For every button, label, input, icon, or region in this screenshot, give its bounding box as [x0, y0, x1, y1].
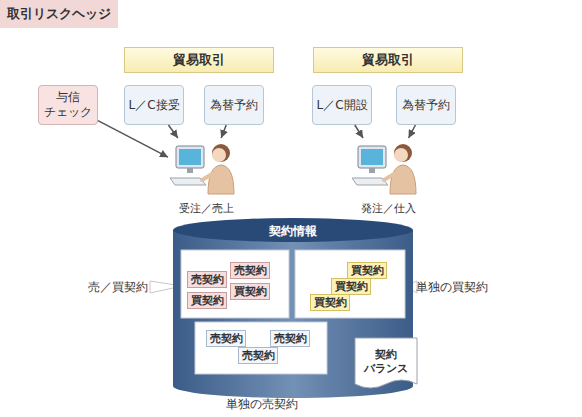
database-node: 契約情報売契約売契約買契約買契約買契約買契約買契約売契約売契約売契約契約 バラン… — [173, 218, 413, 398]
node-label: 受注／売上 — [179, 202, 234, 216]
node-label: 為替予約 — [210, 98, 258, 113]
process-box: 為替予約 — [204, 85, 264, 125]
node-label: L／C接受 — [128, 98, 179, 113]
contract-box: 売契約 — [206, 330, 246, 347]
process-box: L／C開設 — [312, 85, 372, 125]
contract-box: 買契約 — [347, 262, 387, 279]
contract-box: 買契約 — [230, 283, 270, 300]
contract-box: 買契約 — [310, 294, 350, 311]
node-label: 貿易取引 — [362, 52, 414, 68]
node-label: 売契約 — [191, 273, 224, 287]
callout-label: 単独の買契約 — [416, 279, 488, 296]
arrow-connector — [221, 125, 226, 138]
contract-box: 売契約 — [187, 271, 227, 288]
operator-node: 受注／売上 — [168, 138, 244, 216]
node-label: 買契約 — [335, 280, 368, 294]
node-label: 買契約 — [234, 285, 267, 299]
node-label: 買契約 — [191, 294, 224, 308]
node-label: 与信 チェック — [39, 90, 97, 120]
diagram-title: 取引リスクヘッジ — [0, 0, 118, 28]
arrow-connector — [355, 125, 363, 138]
node-label: 売契約 — [242, 349, 275, 363]
process-box: 為替予約 — [396, 85, 456, 125]
contract-box: 買契約 — [331, 278, 371, 295]
node-label: 売契約 — [210, 332, 243, 346]
node-label: 買契約 — [314, 296, 347, 310]
category-box: 貿易取引 — [313, 47, 463, 73]
node-label: 売契約 — [274, 332, 307, 346]
node-label: 買契約 — [351, 264, 384, 278]
contract-box: 売契約 — [238, 347, 278, 364]
operator-node: 発注／仕入 — [350, 138, 426, 216]
process-box: L／C接受 — [124, 85, 184, 125]
node-label: 契約情報 — [269, 224, 317, 239]
callout-label: 単独の売契約 — [226, 396, 298, 413]
arrow-connector — [409, 125, 416, 138]
node-label: 契約 バランス — [355, 348, 417, 376]
arrow-connector — [168, 125, 177, 138]
contract-box: 売契約 — [230, 262, 270, 279]
node-label: L／C開設 — [316, 98, 367, 113]
process-box: 与信 チェック — [38, 85, 98, 125]
contract-box: 買契約 — [187, 292, 227, 309]
node-label: 貿易取引 — [173, 52, 225, 68]
category-box: 貿易取引 — [124, 47, 274, 73]
node-label: 為替予約 — [402, 98, 450, 113]
node-label: 発注／仕入 — [361, 202, 416, 216]
node-label: 売契約 — [234, 264, 267, 278]
arrow-connector — [98, 121, 168, 158]
balance-document: 契約 バランス — [355, 338, 417, 392]
callout-label: 売／買契約 — [88, 279, 148, 296]
contract-box: 売契約 — [270, 330, 310, 347]
